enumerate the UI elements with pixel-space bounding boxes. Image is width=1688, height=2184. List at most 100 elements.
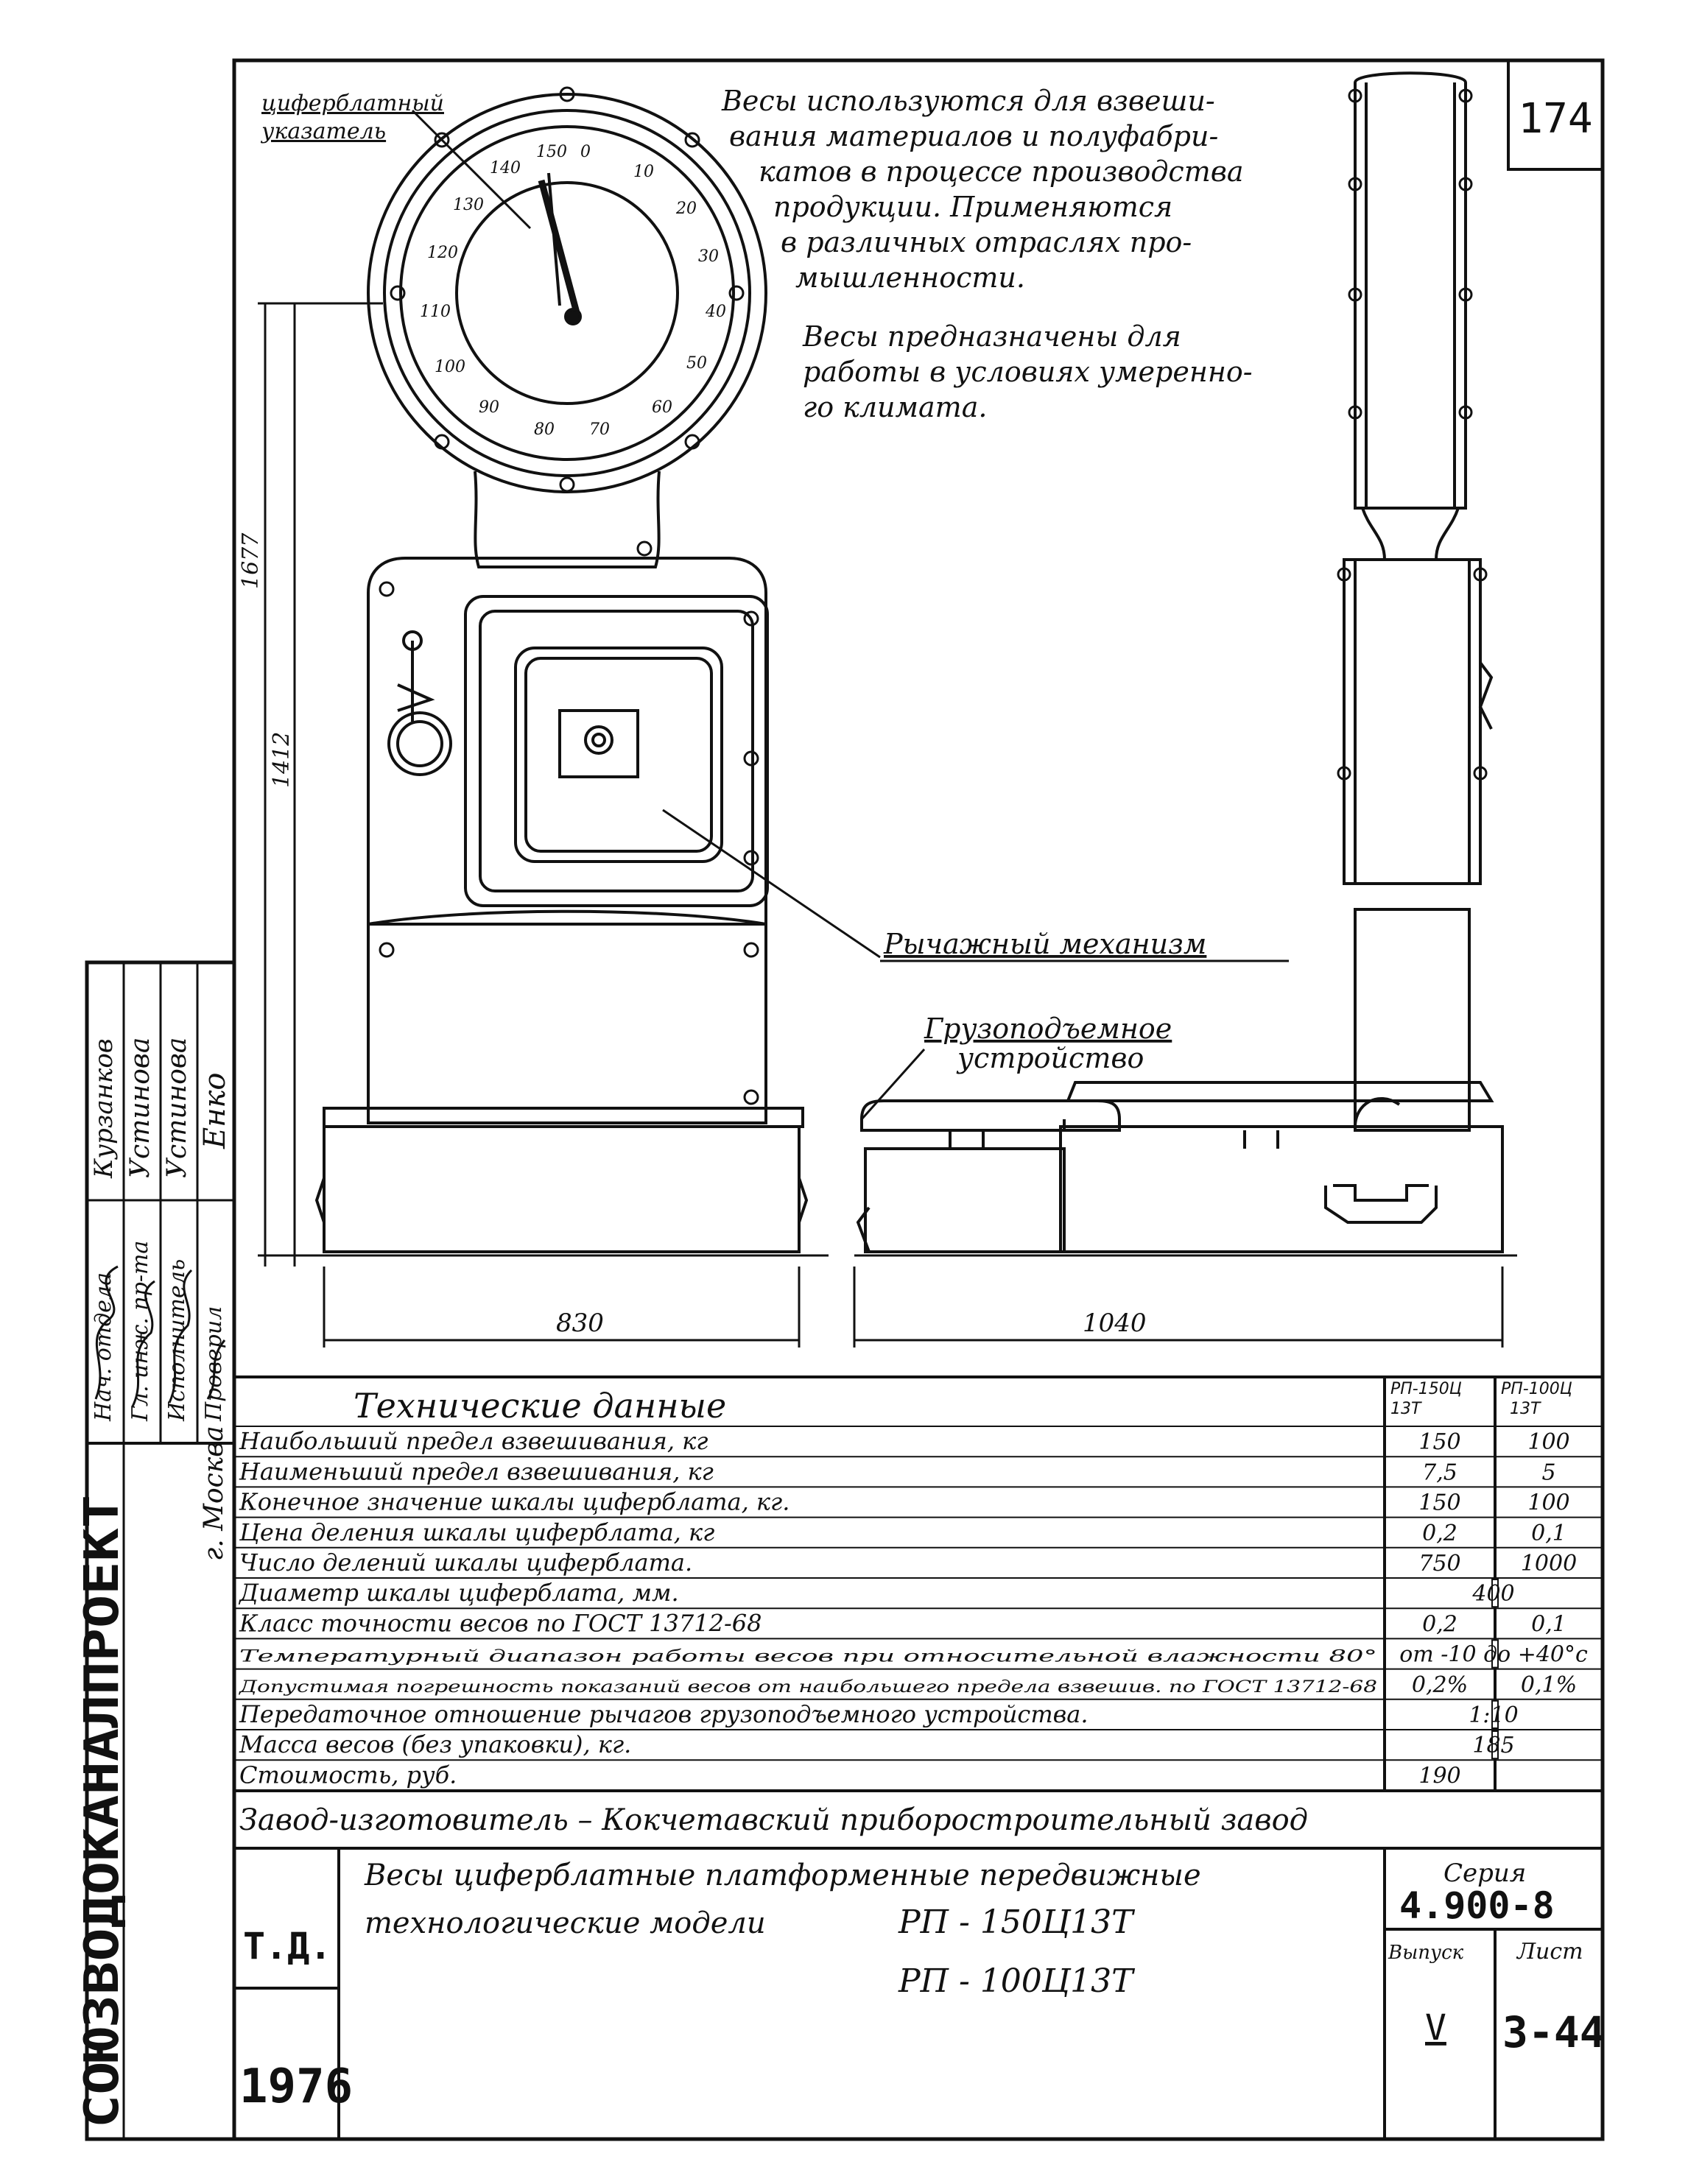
col2-header-1: РП-100Ц (1501, 1380, 1572, 1398)
table-param: Класс точности весов по ГОСТ 13712-68 (239, 1609, 762, 1637)
table-value-col1: 7,5 (1422, 1459, 1457, 1485)
name-checked: Енко (198, 1072, 232, 1149)
table-param: Цена деления шкалы циферблата, кг (239, 1518, 714, 1546)
dial-number: 100 (435, 358, 465, 376)
dim-width-front: 830 (556, 1308, 604, 1338)
table-param: Число делений шкалы циферблата. (239, 1549, 692, 1577)
table-param: Наименьший предел взвешивания, кг (239, 1457, 714, 1485)
dial-pointer-label-1: циферблатный (261, 91, 444, 116)
table-value-col2: 100 (1527, 1429, 1569, 1455)
table-value-col2: 0,1% (1521, 1672, 1577, 1698)
dimensions (258, 302, 1504, 1348)
table-param: Конечное значение шкалы циферблата, кг. (239, 1488, 790, 1516)
year: 1976 (239, 2060, 353, 2114)
table-value-col2: 100 (1527, 1490, 1569, 1516)
description: Весы используются для взвеши- вания мате… (721, 85, 1253, 423)
org-stamp: СОЮЗВОДОКАНАЛПРОЕКТ (75, 1495, 130, 2128)
role-head-of-department: Нач. отдела (91, 1272, 116, 1422)
desc-line: Весы используются для взвеши- (721, 85, 1215, 117)
dial-pointer-label-2: указатель (260, 119, 386, 144)
dial-number: 70 (589, 420, 610, 439)
merged-cell-mask (1491, 1579, 1499, 1608)
model-1: РП - 150Ц13Т (898, 1903, 1136, 1941)
series-label: Серия (1443, 1859, 1526, 1888)
front-view (258, 86, 829, 1257)
dim-width-side: 1040 (1083, 1308, 1147, 1338)
city-label: г. Москва (199, 1426, 229, 1561)
lever-leader (662, 809, 881, 959)
table-value-col1: 150 (1418, 1429, 1460, 1455)
tech-table-title: Технические данные (354, 1386, 726, 1426)
sheet-number: 174 (1518, 95, 1592, 143)
title-block: Т.Д. 1976 Весы циферблатные платформенны… (234, 1848, 1606, 2139)
table-param: Наибольший предел взвешивания, кг (239, 1427, 708, 1455)
title-line-1: Весы циферблатные платформенные передвиж… (364, 1859, 1201, 1892)
merged-cell-mask (1491, 1730, 1499, 1760)
dial-leader (411, 109, 532, 230)
dial-number: 30 (698, 247, 719, 266)
desc-line: катов в процессе производства (759, 155, 1244, 188)
doc-type: Т.Д. (243, 1925, 331, 1968)
desc-line: работы в условиях умеренно- (803, 356, 1253, 388)
dial-number: 140 (490, 159, 521, 177)
table-value-col1: 190 (1418, 1763, 1460, 1789)
table-value-col1: 0,2 (1422, 1521, 1457, 1546)
sheet-frame (85, 58, 1605, 2141)
desc-line: вания материалов и полуфабри- (729, 120, 1218, 152)
table-param: Допустимая погрешность показаний весов о… (239, 1678, 1377, 1697)
tech-table: Технические данные РП-150Ц 13Т РП-100Ц 1… (234, 1375, 1603, 1850)
dial-number: 10 (633, 163, 654, 181)
issue-value: V (1425, 2007, 1446, 2049)
table-value-merged: 185 (1472, 1733, 1514, 1758)
dial-number: 60 (652, 398, 672, 417)
series-value: 4.900-8 (1399, 1884, 1555, 1927)
name-head-of-department: Курзанков (89, 1038, 119, 1179)
load-device-label-1: Грузоподъемное (924, 1012, 1172, 1045)
approval-block: Нач. отдела Гл. инж. пр-та Исполнитель П… (89, 1038, 232, 1422)
table-param: Диаметр шкалы циферблата, мм. (238, 1579, 679, 1607)
merged-cell-mask (1491, 1699, 1499, 1730)
col1-header-1: РП-150Ц (1390, 1380, 1462, 1398)
lever-mechanism-label: Рычажный механизм (883, 928, 1206, 960)
dial-number: 110 (420, 303, 451, 321)
side-view (854, 71, 1517, 1257)
table-value-col1: 750 (1418, 1551, 1460, 1577)
fasteners (379, 86, 759, 1105)
title-line-2: технологические модели (365, 1906, 766, 1940)
load-leader (860, 1048, 926, 1121)
dim-height-total: 1677 (238, 532, 264, 589)
desc-line: мышленности. (795, 261, 1025, 294)
sheet-label: Лист (1516, 1939, 1583, 1965)
dial-number: 0 (580, 143, 591, 161)
table-value-merged: от -10 до +40°с (1399, 1642, 1588, 1668)
dial-number: 90 (479, 398, 499, 417)
role-chief-engineer: Гл. инж. пр-та (127, 1241, 153, 1422)
col1-header-2: 13Т (1390, 1400, 1422, 1418)
table-value-col2: 0,1 (1531, 1611, 1566, 1637)
model-2: РП - 100Ц13Т (898, 1962, 1136, 2000)
table-param: Передаточное отношение рычагов грузоподъ… (239, 1700, 1089, 1728)
table-value-col2: 5 (1541, 1459, 1555, 1485)
dial-number: 150 (536, 143, 567, 161)
dial-number: 50 (686, 354, 707, 373)
table-value-col2: 0,1 (1531, 1521, 1566, 1546)
name-executor: Устинова (162, 1038, 192, 1178)
dial-number: 80 (534, 420, 555, 439)
col2-header-2: 13Т (1510, 1400, 1541, 1418)
dial-number: 20 (675, 200, 697, 218)
sheet-value: 3-44 (1502, 2007, 1606, 2057)
table-value-col2: 1000 (1521, 1551, 1577, 1577)
signatures (94, 1265, 226, 1407)
dial-number: 40 (705, 303, 726, 321)
dial-number: 120 (427, 244, 458, 262)
table-param: Масса весов (без упаковки), кг. (239, 1730, 631, 1758)
desc-line: Весы предназначены для (802, 320, 1181, 353)
dim-height-body: 1412 (269, 732, 295, 788)
name-chief-engineer: Устинова (125, 1038, 155, 1178)
table-value-col1: 0,2% (1412, 1672, 1468, 1698)
desc-line: го климата. (803, 391, 987, 423)
manufacturer: Завод-изготовитель – Кокчетавский прибор… (239, 1803, 1308, 1837)
table-param: Температурный диапазон работы весов при … (239, 1648, 1377, 1666)
load-device-label-2: устройство (956, 1042, 1144, 1074)
